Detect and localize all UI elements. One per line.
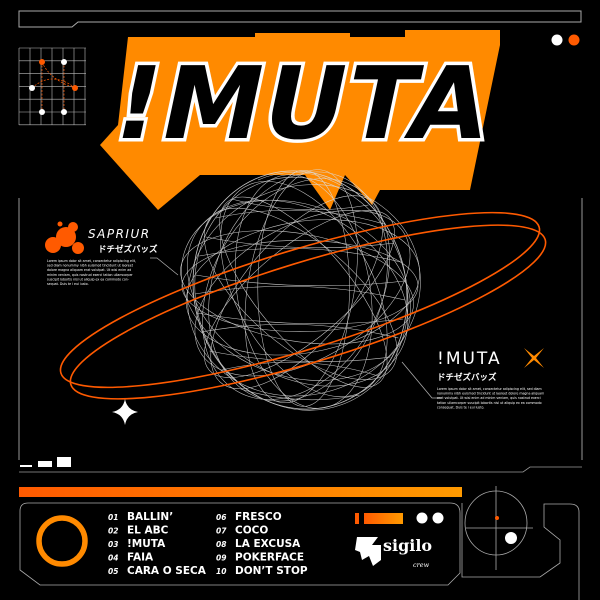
level-bar <box>38 461 52 467</box>
track-item[interactable]: 03 !MUTA <box>108 538 166 550</box>
white-dot <box>432 512 444 524</box>
body-line: suscipit lobortis nisl ut aliquip ex ea … <box>47 277 129 281</box>
track-number: 06 <box>216 513 226 522</box>
indicator-bar <box>355 513 359 524</box>
grid-node <box>39 109 45 115</box>
track-number: 09 <box>216 554 226 563</box>
left-label-subtitle: ドチゼズバッズ <box>98 244 158 255</box>
orange-ring-icon <box>36 515 88 567</box>
track-title: EL ABC <box>127 525 169 537</box>
track-item[interactable]: 08 LA EXCUSA <box>216 538 301 550</box>
tracklist: 01 BALLIN’ 02 EL ABC 03 !MUTA 04 FAIA 05 CARA O S… <box>108 511 308 577</box>
left-label-title: SAPRIUR <box>88 227 151 241</box>
grid-node <box>72 85 78 91</box>
x-star-icon <box>524 348 544 368</box>
left-label-body: Lorem ipsum dolor sit amet, consectetur … <box>47 259 136 286</box>
white-dot <box>551 34 563 46</box>
title-text: !MUTA <box>104 45 503 162</box>
body-line: sed diam nonummy nibh euismod tincidunt … <box>47 264 134 268</box>
track-title: DON’T STOP <box>235 565 308 577</box>
body-line: consequat. Duis te i eui iusto. <box>437 405 484 409</box>
grid-node <box>61 59 67 65</box>
divider-line <box>19 466 582 473</box>
track-title: COCO <box>235 525 268 537</box>
level-bar <box>57 457 71 467</box>
grid-node <box>29 85 35 91</box>
indicator-bar <box>364 513 403 524</box>
grid-network-icon <box>18 47 86 126</box>
body-line: minim veniam, quis nostrud exerci tation… <box>47 273 133 277</box>
track-number: 02 <box>108 527 118 536</box>
body-line: sequat. Duis te i eui iusto. <box>47 282 89 286</box>
level-bar <box>20 465 32 467</box>
body-line: erat volutpat. Ut wisi enim ad minim ven… <box>437 396 541 400</box>
track-item[interactable]: 04 FAIA <box>108 552 154 564</box>
right-pointer-line <box>401 361 441 399</box>
white-dot <box>416 512 428 524</box>
track-item[interactable]: 10 DON’T STOP <box>216 565 308 577</box>
tracklist-panel <box>19 502 461 586</box>
track-title: LA EXCUSA <box>235 538 301 550</box>
title-logo: !MUTA SAPRIUR <box>100 30 506 210</box>
grid-node <box>39 59 45 65</box>
track-item[interactable]: 01 BALLIN’ <box>108 511 173 523</box>
logo-name: sigilo <box>383 536 432 555</box>
track-title: BALLIN’ <box>127 511 173 523</box>
target-dot <box>495 516 499 520</box>
crosshair-icon <box>461 486 580 600</box>
orange-dot <box>568 34 580 46</box>
track-title: FRESCO <box>235 511 282 523</box>
track-title: FAIA <box>127 552 154 564</box>
right-label-title: !MUTA <box>437 349 502 369</box>
progress-bar <box>19 487 462 497</box>
track-number: 04 <box>108 554 118 563</box>
track-item[interactable]: 09 POKERFACE <box>216 552 304 564</box>
track-title: POKERFACE <box>235 552 304 564</box>
sigilo-crew-logo: sigilo crew <box>355 536 432 569</box>
body-line: dolore magna aliquam erat volutpat. Ut w… <box>47 268 131 272</box>
track-item[interactable]: 02 EL ABC <box>108 525 169 537</box>
orbit-rings <box>59 211 547 400</box>
right-label-body: Lorem ipsum dolor sit amet, consectetur … <box>437 387 544 409</box>
molecule-icon <box>45 221 84 254</box>
track-item[interactable]: 07 COCO <box>216 525 268 537</box>
white-dot <box>505 532 517 544</box>
left-pointer-line <box>150 257 179 276</box>
body-line: nonummy nibh euismod tincidunt ut laoree… <box>437 392 544 396</box>
right-label-subtitle: ドチゼズバッズ <box>437 372 497 383</box>
logo-sub: crew <box>413 561 430 569</box>
track-number: 08 <box>216 540 226 549</box>
top-frame <box>18 10 582 28</box>
track-number: 10 <box>216 567 226 576</box>
sparkle-star-icon <box>112 399 138 425</box>
track-number: 07 <box>216 527 227 536</box>
track-number: 01 <box>108 513 118 522</box>
track-number: 03 <box>108 540 118 549</box>
track-title: CARA O SECA <box>127 565 207 577</box>
track-number: 05 <box>108 567 118 576</box>
track-title: !MUTA <box>127 538 166 550</box>
track-item[interactable]: 06 FRESCO <box>216 511 282 523</box>
body-line: Lorem ipsum dolor sit amet, consectetur … <box>437 387 542 391</box>
artist-text: SAPRIUR <box>202 173 299 195</box>
track-item[interactable]: 05 CARA O SECA <box>108 565 207 577</box>
body-line: tation ullamcorper suscipit lobortis nis… <box>437 401 542 405</box>
body-line: Lorem ipsum dolor sit amet, consectetur … <box>47 259 136 263</box>
grid-node <box>61 109 67 115</box>
